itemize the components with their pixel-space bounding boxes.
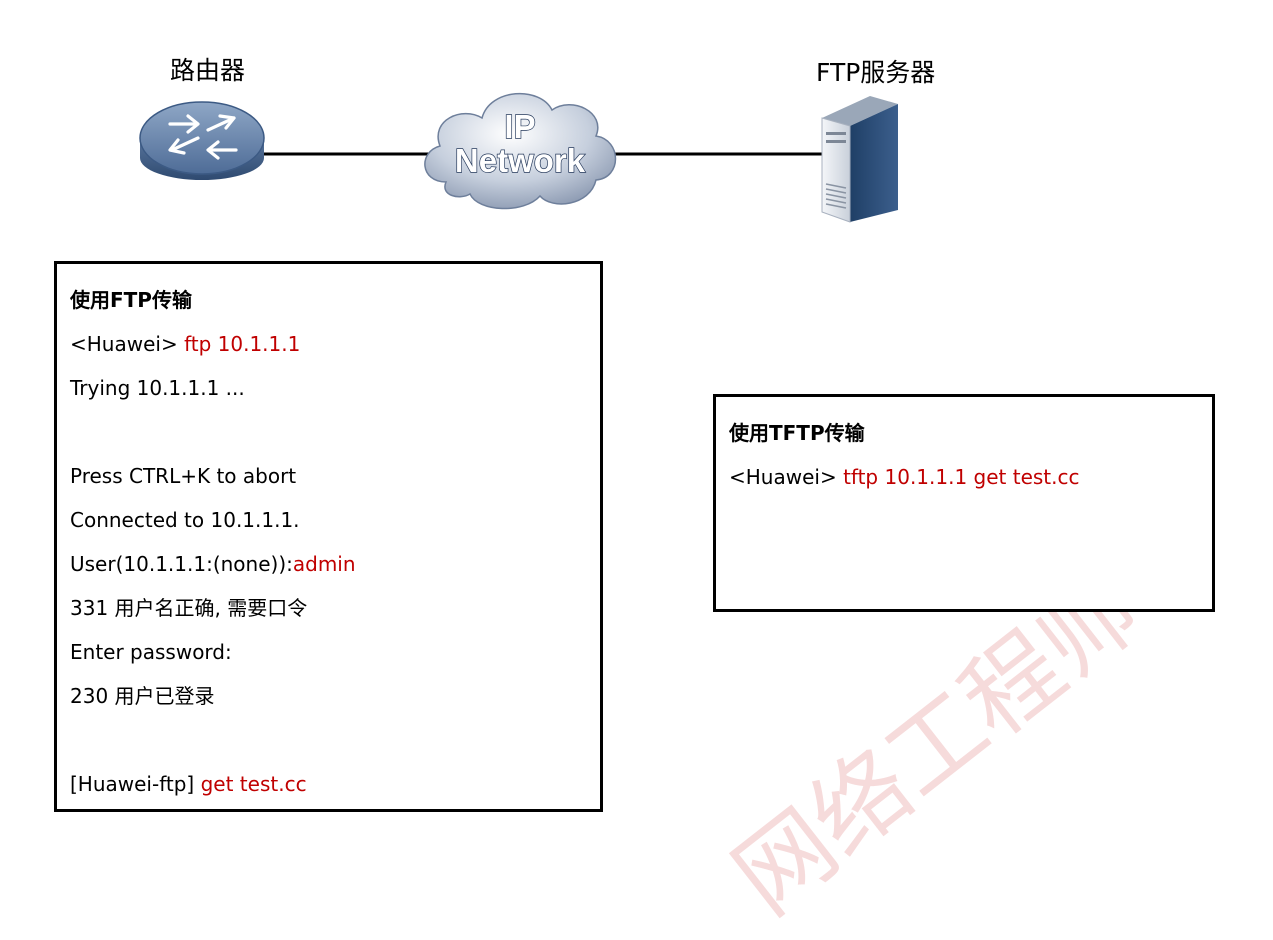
topology-diagram: IP Network bbox=[139, 92, 898, 223]
network-label-line2: Network bbox=[455, 142, 586, 179]
ftp-line-get: [Huawei-ftp] get test.cc bbox=[70, 762, 600, 806]
ip-network-cloud-icon: IP Network bbox=[424, 92, 617, 210]
prompt: [Huawei-ftp] bbox=[70, 772, 201, 796]
tftp-line-get: <Huawei> tftp 10.1.1.1 get test.cc bbox=[729, 455, 1212, 499]
ftp-line-trying: Trying 10.1.1.1 ... bbox=[70, 376, 245, 400]
ftp-server-label: FTP服务器 bbox=[816, 58, 936, 87]
ftp-line-230: 230 用户已登录 bbox=[70, 684, 215, 708]
ftp-line-password: Enter password: bbox=[70, 640, 232, 664]
tftp-session-box: 使用TFTP传输 <Huawei> tftp 10.1.1.1 get test… bbox=[713, 394, 1215, 612]
tftp-box-title: 使用TFTP传输 bbox=[729, 421, 865, 445]
command: ftp 10.1.1.1 bbox=[184, 332, 301, 356]
router-label: 路由器 bbox=[170, 56, 246, 85]
ftp-line-connected: Connected to 10.1.1.1. bbox=[70, 508, 300, 532]
command: get test.cc bbox=[200, 772, 307, 796]
prompt: User(10.1.1.1:(none)): bbox=[70, 552, 293, 576]
network-label-line1: IP bbox=[504, 108, 535, 145]
ftp-box-title: 使用FTP传输 bbox=[70, 288, 192, 312]
command: tftp 10.1.1.1 get test.cc bbox=[843, 465, 1080, 489]
ftp-line-user: User(10.1.1.1:(none)):admin bbox=[70, 542, 600, 586]
ftp-line-331: 331 用户名正确, 需要口令 bbox=[70, 596, 308, 620]
user-input: admin bbox=[292, 552, 356, 576]
ftp-session-box: 使用FTP传输 <Huawei> ftp 10.1.1.1 Trying 10.… bbox=[54, 261, 603, 812]
blank-line bbox=[70, 410, 600, 454]
prompt: <Huawei> bbox=[729, 465, 844, 489]
ftp-line-connect: <Huawei> ftp 10.1.1.1 bbox=[70, 322, 600, 366]
router-icon bbox=[139, 101, 265, 180]
server-icon bbox=[821, 96, 898, 223]
ftp-line-abort-hint: Press CTRL+K to abort bbox=[70, 464, 297, 488]
blank-line bbox=[70, 718, 600, 762]
prompt: <Huawei> bbox=[70, 332, 185, 356]
